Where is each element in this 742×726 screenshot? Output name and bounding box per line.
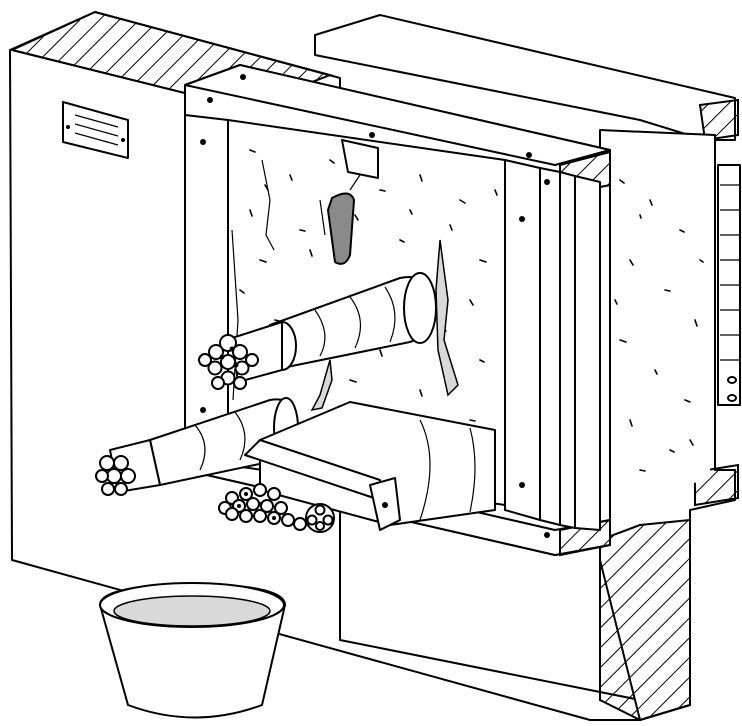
right-mortar-specks: [605, 140, 710, 508]
cable-bundle-upper: [198, 272, 437, 390]
wall-upper-slab: [314, 14, 739, 142]
name-plate: [62, 101, 129, 159]
cable-tray: [218, 401, 496, 533]
mixing-bucket: [99, 582, 286, 719]
vent-louvers: [717, 164, 741, 406]
cable-bundle-lower: [95, 397, 299, 496]
trowel: [326, 139, 379, 265]
frame-bolts: [200, 74, 550, 538]
upper-cable-ends: [198, 334, 259, 390]
tray-cable-ends: [218, 483, 335, 533]
